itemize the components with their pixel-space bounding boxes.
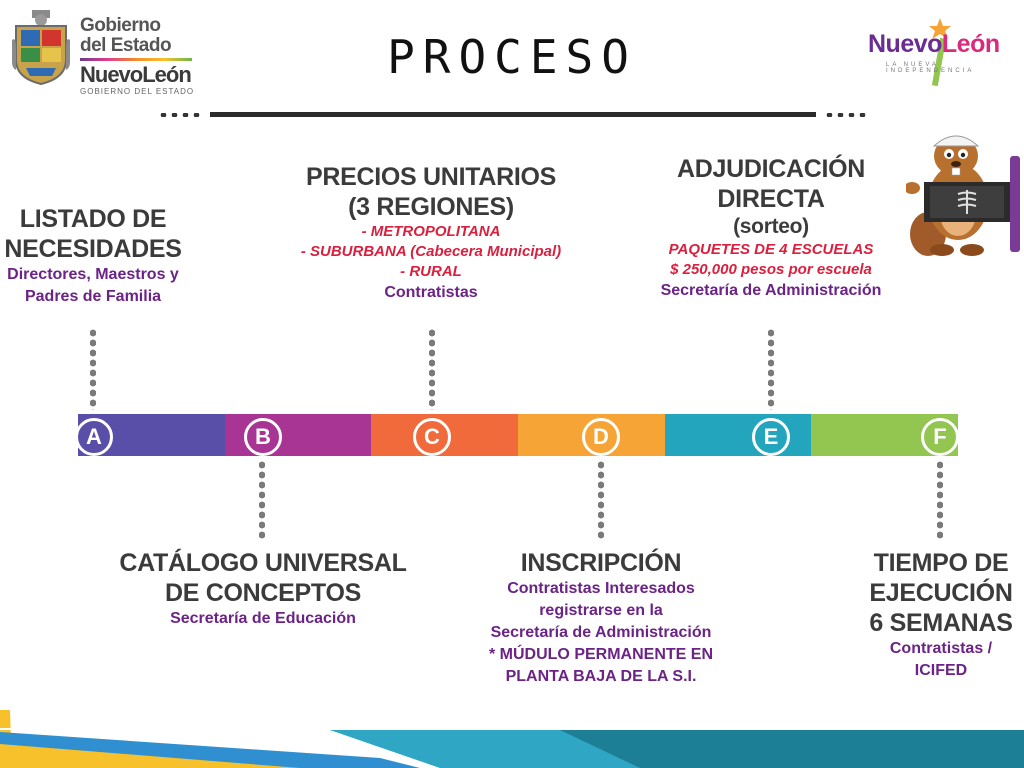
step-f-text: TIEMPO DE EJECUCIÓN 6 SEMANAS Contratist… (858, 548, 1024, 682)
step-b-heading-1: CATÁLOGO UNIVERSAL (119, 549, 407, 577)
footer-stripes (0, 710, 1024, 768)
step-b-marker: B (244, 418, 282, 456)
step-e-heading-2: DIRECTA (717, 185, 825, 213)
beaver-mascot-icon (904, 130, 1024, 260)
step-b-heading-2: DE CONCEPTOS (165, 579, 361, 607)
step-b-body-1: Secretaría de Educación (170, 610, 356, 627)
step-d-text: INSCRIPCIÓN Contratistas Interesados reg… (470, 548, 732, 688)
step-b-text: CATÁLOGO UNIVERSAL DE CONCEPTOS Secretar… (110, 548, 416, 630)
step-d-body-5: PLANTA BAJA DE LA S.I. (505, 668, 697, 685)
connector-b (259, 460, 265, 540)
step-d-heading-1: INSCRIPCIÓN (520, 549, 682, 577)
step-c-heading-2: (3 REGIONES) (348, 193, 514, 221)
step-a-body-2: Padres de Familia (24, 288, 162, 305)
connector-e (768, 328, 774, 410)
gobierno-logo: Gobierno del Estado NuevoLeón GOBIERNO D… (8, 6, 198, 96)
gov-line-4: GOBIERNO DEL ESTADO (80, 87, 195, 96)
coat-of-arms-icon (12, 10, 70, 86)
step-d-body-4: * MÚDULO PERMANENTE EN (488, 646, 713, 663)
step-e-text: ADJUDICACIÓN DIRECTA (sorteo) PAQUETES D… (640, 154, 902, 302)
nuevo-leon-logo: NuevoLeón LA NUEVA INDEPENDENCIA (866, 18, 1016, 98)
connector-f (937, 460, 943, 540)
gov-line-1: Gobierno (80, 15, 161, 36)
step-a-heading-2: NECESIDADES (4, 235, 182, 263)
process-timeline-bar (78, 414, 959, 456)
nl-tagline: LA NUEVA INDEPENDENCIA (886, 62, 975, 74)
step-d-body-2: registrarse en la (539, 602, 663, 619)
connector-c (429, 328, 435, 410)
step-c-region-1: - METROPOLITANA (361, 223, 501, 240)
step-a-text: LISTADO DE NECESIDADES Directores, Maest… (0, 204, 186, 308)
gov-line-3: NuevoLeón (80, 62, 192, 87)
nl-word-leon: León (941, 30, 1000, 58)
nl-word-nuevo: Nuevo (868, 30, 942, 58)
step-c-text: PRECIOS UNITARIOS (3 REGIONES) - METROPO… (270, 162, 592, 304)
nl-wordmark: NuevoLeón (868, 30, 1000, 59)
step-a-body-1: Directores, Maestros y (7, 266, 179, 283)
step-d-body-3: Secretaría de Administración (490, 624, 712, 641)
step-f-marker: F (921, 418, 959, 456)
step-c-region-3: - RURAL (400, 263, 462, 280)
step-c-body-1: Contratistas (384, 284, 478, 301)
step-f-heading-2: EJECUCIÓN (869, 579, 1013, 607)
step-a-heading-1: LISTADO DE (19, 205, 167, 233)
step-f-heading-1: TIEMPO DE (873, 549, 1009, 577)
step-d-marker: D (582, 418, 620, 456)
connector-d (598, 460, 604, 540)
step-a-marker: A (75, 418, 113, 456)
step-c-marker: C (413, 418, 451, 456)
step-e-marker: E (752, 418, 790, 456)
step-e-heading-3: (sorteo) (733, 215, 809, 238)
step-e-heading-1: ADJUDICACIÓN (676, 155, 866, 183)
step-d-body-1: Contratistas Interesados (507, 580, 695, 597)
gov-line-2: del Estado (80, 35, 172, 56)
connector-a (90, 328, 96, 410)
step-e-red-2: $ 250,000 pesos por escuela (670, 261, 872, 278)
step-c-heading-1: PRECIOS UNITARIOS (305, 163, 556, 191)
title-underline (158, 108, 868, 122)
step-c-region-2: - SUBURBANA (Cabecera Municipal) (300, 243, 562, 260)
step-e-body-1: Secretaría de Administración (660, 282, 882, 299)
step-f-body-1: Contratistas / (889, 640, 993, 657)
star-deco-icon (929, 18, 951, 87)
step-f-heading-3: 6 SEMANAS (869, 609, 1013, 637)
step-e-red-1: PAQUETES DE 4 ESCUELAS (668, 241, 874, 258)
slide-title: PROCESO (387, 30, 637, 84)
step-f-body-2: ICIFED (914, 662, 968, 679)
